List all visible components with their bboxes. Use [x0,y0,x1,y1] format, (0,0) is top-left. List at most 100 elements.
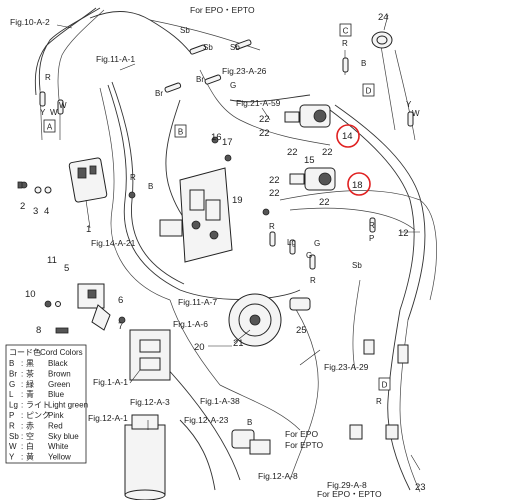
legend-sep: : [21,401,23,410]
connector-24 [371,31,393,49]
ref-fig11a1: Fig.11-A-1 [96,54,135,64]
legend-sep: : [21,453,23,462]
wire-codes: Sb Sb Sb Br Br G R W Y W R B Y W R B R L… [40,26,420,427]
svg-text:Sb: Sb [180,26,190,35]
label-for-epo: For EPO [285,429,318,439]
legend-en: Yellow [48,453,71,462]
svg-text:17: 17 [222,137,233,148]
legend-title-en: Cord Colors [40,348,83,357]
ref-fig23a29: Fig.23-A-29 [324,362,369,372]
legend-code: B [9,359,14,368]
label-for-epo-epto-top: For EPO・EPTO [190,5,255,15]
ref-fig1a1: Fig.1-A-1 [93,377,128,387]
wire-harness [34,7,437,493]
svg-text:24: 24 [378,12,389,23]
svg-text:G: G [230,81,236,90]
legend-en: Red [48,421,63,430]
svg-text:P: P [369,234,374,243]
svg-text:A: A [47,123,53,132]
svg-text:22: 22 [287,147,298,158]
svg-text:15: 15 [304,155,315,166]
connector-box-c: C [339,23,352,37]
legend-sep: : [21,432,23,441]
svg-text:W: W [59,101,67,110]
svg-text:Lg: Lg [287,238,296,247]
legend-sep: : [21,390,23,399]
legend-code: W [9,442,17,451]
bracket-block [129,329,171,381]
svg-text:3: 3 [33,206,38,217]
svg-text:10: 10 [25,289,36,300]
ref-fig23a26: Fig.23-A-26 [222,66,267,76]
ref-fig1a6: Fig.1-A-6 [173,319,208,329]
svg-text:W: W [50,108,58,117]
connector-group-right [349,339,409,440]
label-for-epo-epto-bottom: For EPO・EPTO [317,489,382,499]
svg-text:22: 22 [322,147,333,158]
legend-en: Brown [48,369,71,378]
legend-jp: 黒 [26,359,34,368]
legend-jp: 緑 [26,379,34,389]
svg-text:B: B [178,128,183,137]
legend-sep: : [21,380,23,389]
highlight-circle-14 [336,124,360,148]
ref-fig11a7: Fig.11-A-7 [178,297,217,307]
connector-box-d-bottom: D [378,377,391,391]
svg-text:22: 22 [259,114,270,125]
svg-text:1: 1 [86,224,91,235]
svg-text:18: 18 [352,180,363,191]
svg-text:R: R [269,222,275,231]
svg-text:B: B [361,59,366,68]
connector-box-d-top: D [362,83,375,97]
svg-text:G: G [314,239,320,248]
legend-jp: 赤 [26,421,34,430]
legend-en: Pink [48,411,65,420]
svg-text:B: B [247,418,252,427]
legend-en: Green [48,380,70,389]
legend-code: Y [9,453,15,462]
svg-text:4: 4 [44,206,49,217]
svg-text:22: 22 [269,175,280,186]
svg-text:Br: Br [155,89,163,98]
legend-sep: : [21,411,23,420]
legend-en: Light green [48,401,88,410]
svg-text:11: 11 [47,255,57,266]
legend-jp: ピンク [26,411,50,420]
svg-text:C: C [343,27,349,36]
bullet-connectors [39,39,414,270]
svg-text:R: R [45,73,51,82]
svg-text:D: D [382,381,388,390]
ref-fig14a21: Fig.14-A-21 [91,238,136,248]
svg-text:5: 5 [64,263,69,274]
svg-text:Sb: Sb [352,261,362,270]
svg-text:14: 14 [342,131,353,142]
svg-text:D: D [366,87,372,96]
ref-fig10a2: Fig.10-A-2 [10,17,50,27]
svg-text:R: R [342,39,348,48]
svg-text:8: 8 [36,325,41,336]
svg-text:23: 23 [415,482,426,493]
legend-jp: 茶 [26,368,34,378]
connector-box-b: B [174,124,187,138]
svg-text:22: 22 [319,197,330,208]
legend-en: Black [48,359,69,368]
legend-en: Blue [48,390,65,399]
legend-en: White [48,442,69,451]
svg-text:Br: Br [196,75,204,84]
svg-text:R: R [130,173,136,182]
svg-text:21: 21 [233,338,244,349]
svg-text:R: R [376,397,382,406]
legend-jp: ライト [26,401,50,410]
ref-fig21a59: Fig.21-A-59 [236,98,281,108]
ref-fig12a23: Fig.12-A-23 [184,415,229,425]
svg-text:6: 6 [118,295,123,306]
